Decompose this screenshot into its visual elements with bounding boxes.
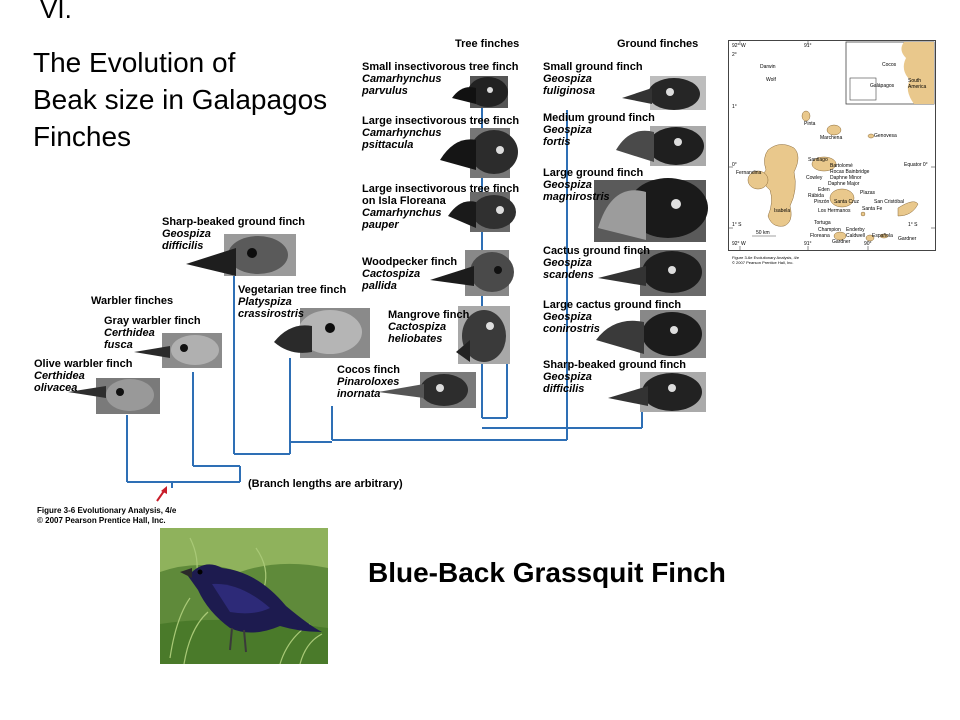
finch-head-sharp-beaked-1 — [186, 234, 296, 276]
map-credit: Figure 3-6e Evolutionary Analysis, 4/e ©… — [732, 255, 800, 265]
map-label: 92° W — [732, 241, 746, 247]
map-island-label: Champion — [818, 227, 841, 233]
map-island-label: Rocas Bainbridge — [830, 169, 870, 175]
finch-head-large-cactus — [596, 310, 706, 358]
map-island-label: Santa Cruz — [834, 199, 860, 205]
map-island-label: Enderby — [846, 227, 865, 233]
map-island-label: Gardner — [832, 239, 851, 245]
map-island-label: Galápagos — [870, 83, 895, 89]
finch-head-vegetarian — [274, 308, 370, 358]
map-island-label: San Cristóbal — [874, 199, 905, 205]
map-island-label: Isabela — [774, 208, 791, 214]
map-island-label: Gardner — [898, 236, 917, 242]
finch-head-olive-warbler — [68, 378, 160, 414]
map-island-label: Genovesa — [874, 133, 897, 139]
map-label: 0° — [732, 162, 737, 168]
map-label: Equator 0° — [904, 162, 928, 168]
map-island-label: Daphne Minor — [830, 175, 862, 181]
finch-head-large-insectivorous — [440, 128, 518, 178]
map-label: 92° W — [732, 43, 746, 49]
map-scale: 50 km — [756, 230, 770, 236]
map-label: 91° — [804, 43, 812, 49]
finch-head-cocos — [378, 372, 476, 408]
finch-head-sharp-beaked-2 — [608, 372, 706, 412]
map-island-label: Floreana — [810, 233, 830, 239]
map-island-label: Caldwell — [846, 233, 865, 239]
finch-heads — [68, 76, 708, 414]
map-island-label: Daphne Major — [828, 181, 860, 187]
map-island-label: Los Hermanos — [818, 208, 851, 214]
figure-caption: Figure 3-6 Evolutionary Analysis, 4/e © … — [37, 506, 177, 525]
map-island-label: Cowley — [806, 175, 823, 181]
photo-caption: Blue-Back Grassquit Finch — [368, 557, 726, 588]
root-arrow — [156, 486, 167, 502]
galapagos-map: 92° W 91° 2° 1° 0° Equator 0° 1° S 1° S … — [728, 40, 936, 252]
header-ground-finches: Ground finches — [617, 38, 699, 50]
map-island-label: Fernandina — [736, 170, 762, 176]
title-line: Finches — [33, 121, 132, 152]
grassquit-photo — [160, 528, 328, 665]
map-island-label: Cocos — [882, 62, 897, 68]
slide-number: VI. — [40, 0, 72, 24]
map-island-label: Darwin — [760, 64, 776, 70]
finch-head-large-ground — [594, 178, 708, 242]
map-island-label: Marchena — [820, 135, 843, 141]
map-label: 91° — [804, 241, 812, 247]
finch-head-gray-warbler — [134, 333, 222, 368]
map-label: 1° — [732, 104, 737, 110]
map-island-label: Española — [872, 233, 893, 239]
map-labels: 92° W 91° 2° 1° 0° Equator 0° 1° S 1° S … — [728, 40, 936, 252]
title-line: Beak size in Galapagos — [33, 84, 328, 115]
map-label: 1° S — [732, 222, 742, 228]
grassquit-bird — [180, 564, 322, 653]
finch-head-mangrove — [456, 306, 510, 364]
slide-title: The Evolution of Beak size in Galapagos … — [33, 44, 373, 155]
finch-head-small-insectivorous — [452, 76, 508, 108]
map-island-label: Tortuga — [814, 220, 831, 226]
map-island-label: Wolf — [766, 77, 776, 83]
map-island-label: Rábida — [808, 193, 824, 199]
finch-head-small-ground — [622, 76, 706, 110]
finch-phylogeny: Tree finches Ground finches Warbler finc… — [34, 38, 708, 525]
map-island-label: Pinzón — [814, 199, 830, 205]
finch-head-medium-ground — [616, 126, 706, 166]
map-label: 2° — [732, 52, 737, 58]
finch-head-cactus-ground — [598, 250, 706, 296]
map-label: 1° S — [908, 222, 918, 228]
map-island-label: Bartolomé — [830, 163, 853, 169]
map-island-label: Plazas — [860, 190, 876, 196]
branch-length-note: (Branch lengths are arbitrary) — [248, 478, 403, 490]
finch-head-woodpecker — [430, 250, 514, 296]
map-drawing — [728, 40, 936, 251]
title-line: The Evolution of — [33, 47, 236, 78]
finch-head-floreana — [448, 192, 516, 232]
map-island-label: Eden — [818, 187, 830, 193]
map-island-label: Santa Fe — [862, 206, 883, 212]
map-label: 90° — [864, 241, 872, 247]
header-warbler-finches: Warbler finches — [91, 295, 174, 307]
map-island-label: South America — [908, 78, 927, 90]
header-tree-finches: Tree finches — [455, 38, 520, 50]
map-island-label: Santiago — [808, 157, 828, 163]
map-island-label: Pinta — [804, 121, 816, 127]
grassquit-drawing — [160, 528, 328, 665]
